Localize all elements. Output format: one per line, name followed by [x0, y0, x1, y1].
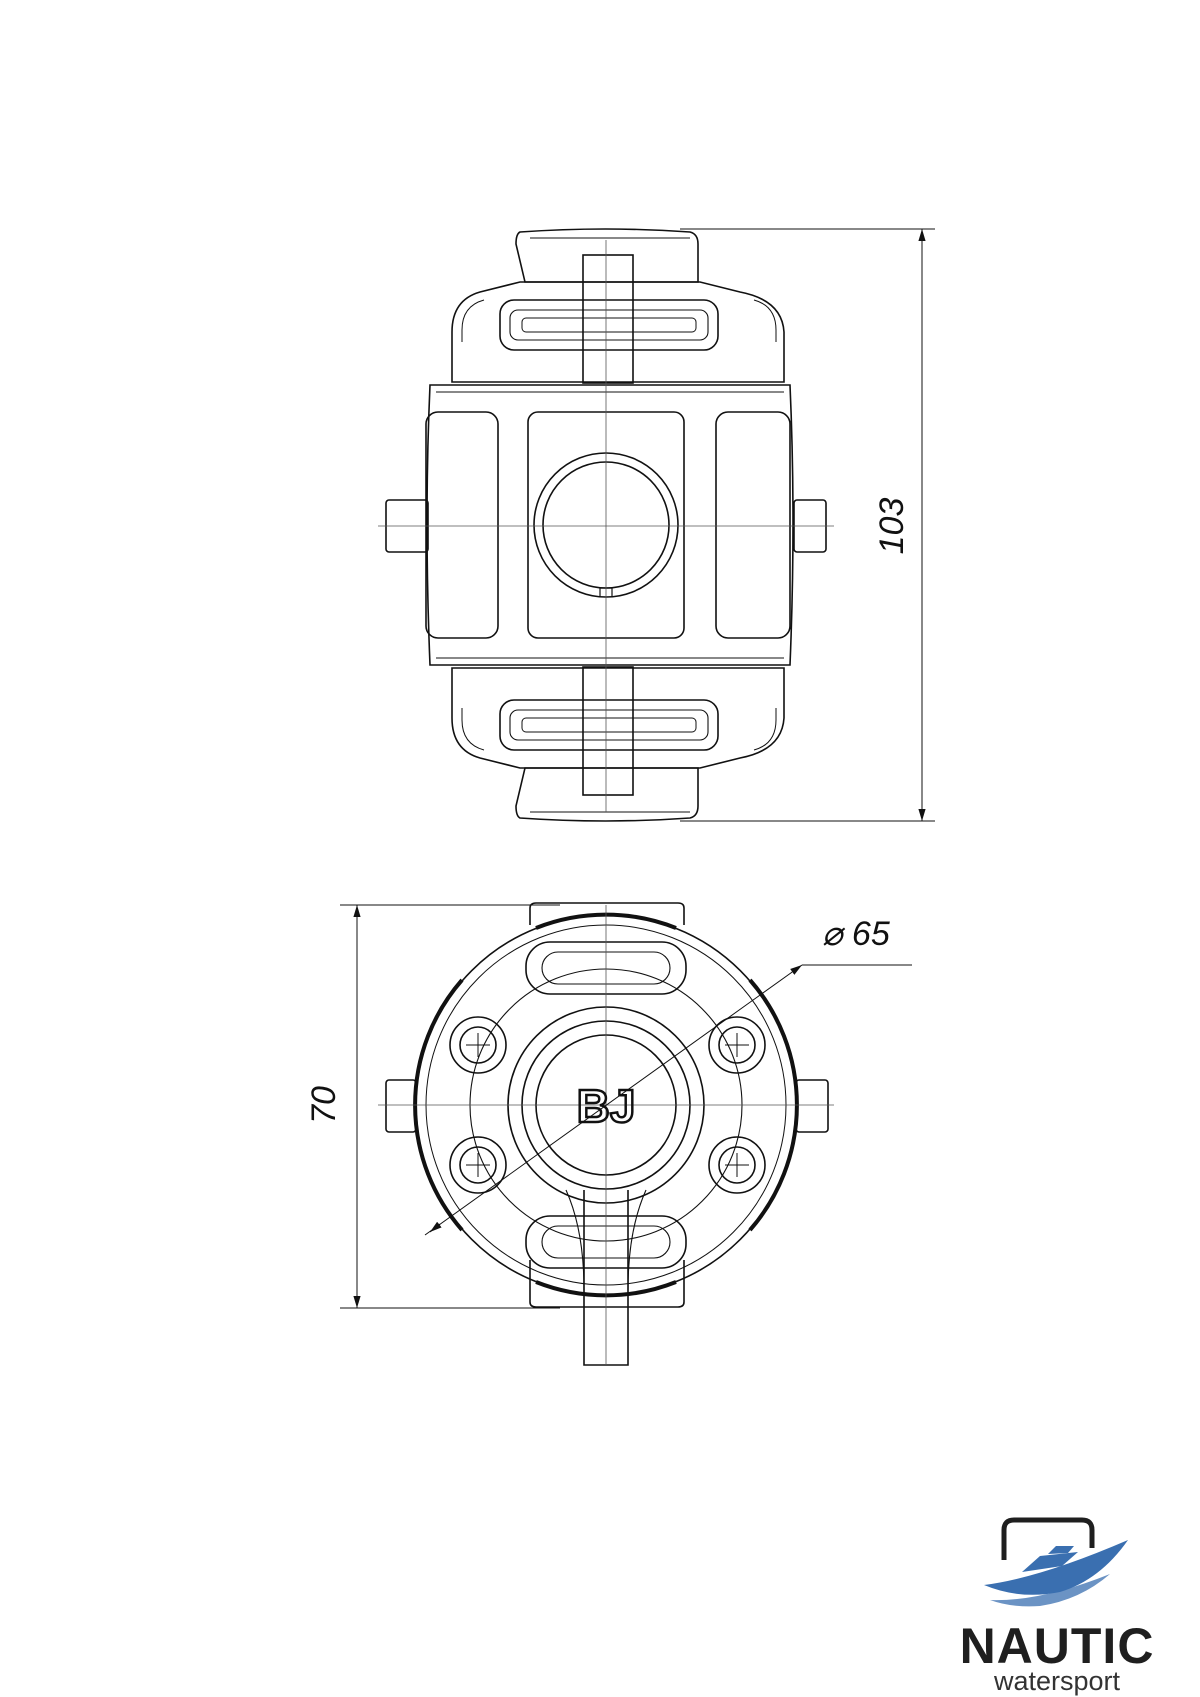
- dimension-70: [340, 904, 560, 1309]
- bolt-boss-tr: [708, 1016, 766, 1074]
- upper-slot: [499, 299, 719, 351]
- upper-housing: [451, 281, 785, 383]
- top-view: [378, 228, 834, 822]
- front-right-bolt-head: [795, 1079, 829, 1133]
- bolt-boss-br: [708, 1136, 766, 1194]
- main-body: [426, 384, 794, 666]
- lower-slot: [499, 699, 719, 751]
- right-pad: [715, 411, 791, 639]
- brand-name: NAUTIC: [960, 1618, 1155, 1674]
- front-bottom-cap: [529, 1260, 685, 1308]
- left-pad: [425, 411, 499, 639]
- dimension-label-diameter: ⌀ 65: [822, 915, 890, 953]
- bolt-boss-bl: [449, 1136, 507, 1194]
- front-view: [378, 902, 834, 1366]
- brand-tagline: watersport: [993, 1666, 1121, 1696]
- bottom-cap: [515, 767, 699, 822]
- dimension-label-103: 103: [873, 498, 911, 555]
- bj-logo-mark: BJ: [577, 1080, 636, 1132]
- dimension-103: [680, 228, 935, 822]
- front-left-bolt-head: [385, 1079, 417, 1133]
- upper-strap: [582, 254, 634, 384]
- brand-logo: NAUTIC watersport: [960, 1517, 1155, 1696]
- dimension-label-70: 70: [305, 1086, 343, 1124]
- top-cap: [515, 228, 699, 283]
- dimension-diameter: [424, 964, 912, 1236]
- lower-strap: [582, 666, 634, 796]
- front-top-cap: [529, 902, 685, 925]
- bolt-boss-tl: [449, 1016, 507, 1074]
- lower-housing: [451, 667, 785, 769]
- boat-icon: [984, 1517, 1128, 1607]
